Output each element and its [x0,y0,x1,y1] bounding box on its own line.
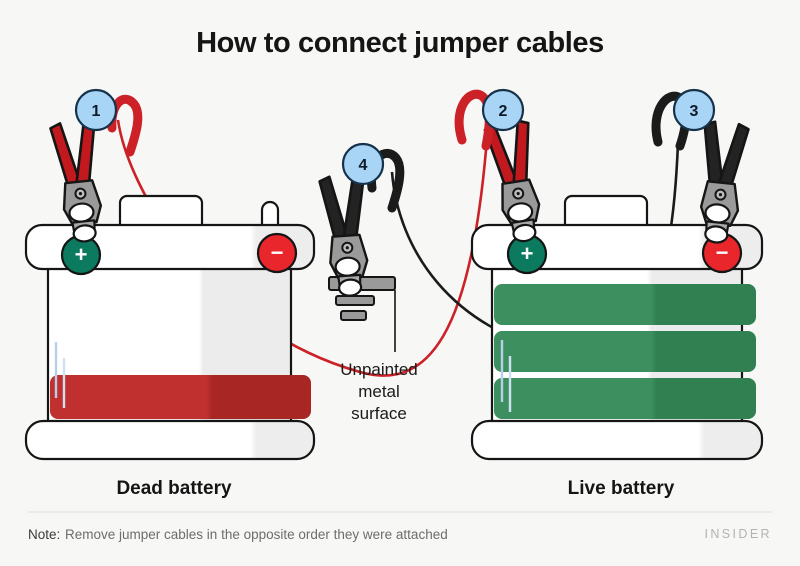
step-badge-4-number: 4 [359,157,368,174]
step-badge-4[interactable]: 4 [341,142,385,186]
dead-negative-symbol: − [271,240,284,265]
dead-battery-vent-block [118,194,204,230]
metal-plate-medium [335,295,375,306]
step-badge-3[interactable]: 3 [672,88,716,132]
step-badge-1-circle[interactable] [74,88,118,132]
metal-plate-small [340,310,367,321]
step-badge-4-circle[interactable] [341,142,385,186]
live-battery-base [470,419,764,461]
footer-note-label: Note: [28,527,60,542]
live-battery-charge-bar [494,284,756,325]
live-battery[interactable]: + − Live battery [470,194,764,499]
live-battery-vent-block [563,194,649,230]
dead-battery-caption: Dead battery [116,478,232,499]
live-battery-caption: Live battery [568,478,675,499]
dead-battery[interactable]: + − Dead battery [24,194,316,499]
footer-note-text: Remove jumper cables in the opposite ord… [65,527,448,542]
step-badge-1[interactable]: 1 [74,88,118,132]
step-badge-3-circle[interactable] [672,88,716,132]
annotation-line-3: surface [351,404,407,423]
live-positive-symbol: + [521,241,534,266]
insider-logo: INSIDER [704,527,772,541]
step-badge-3-number: 3 [690,103,699,120]
page-title: How to connect jumper cables [196,27,604,59]
step-badge-2-circle[interactable] [481,88,525,132]
dead-positive-symbol: + [75,242,88,267]
dead-battery-negative-terminal[interactable] [256,232,298,274]
unpainted-metal-surface: Unpainted metal surface [328,276,418,423]
dead-battery-base [24,419,316,461]
step-badge-1-number: 1 [92,103,101,120]
live-negative-symbol: − [716,240,729,265]
dead-battery-charge-bar [50,375,311,419]
live-battery-charge-bar [494,378,756,419]
clamp-2-cable-loop [454,89,494,151]
step-badge-2[interactable]: 2 [481,88,525,132]
live-battery-charge-bar [494,331,756,372]
step-badge-2-number: 2 [499,103,508,120]
annotation-line-1: Unpainted [340,360,418,379]
annotation-line-2: metal [358,382,400,401]
dead-battery-vent-cap [260,200,280,230]
